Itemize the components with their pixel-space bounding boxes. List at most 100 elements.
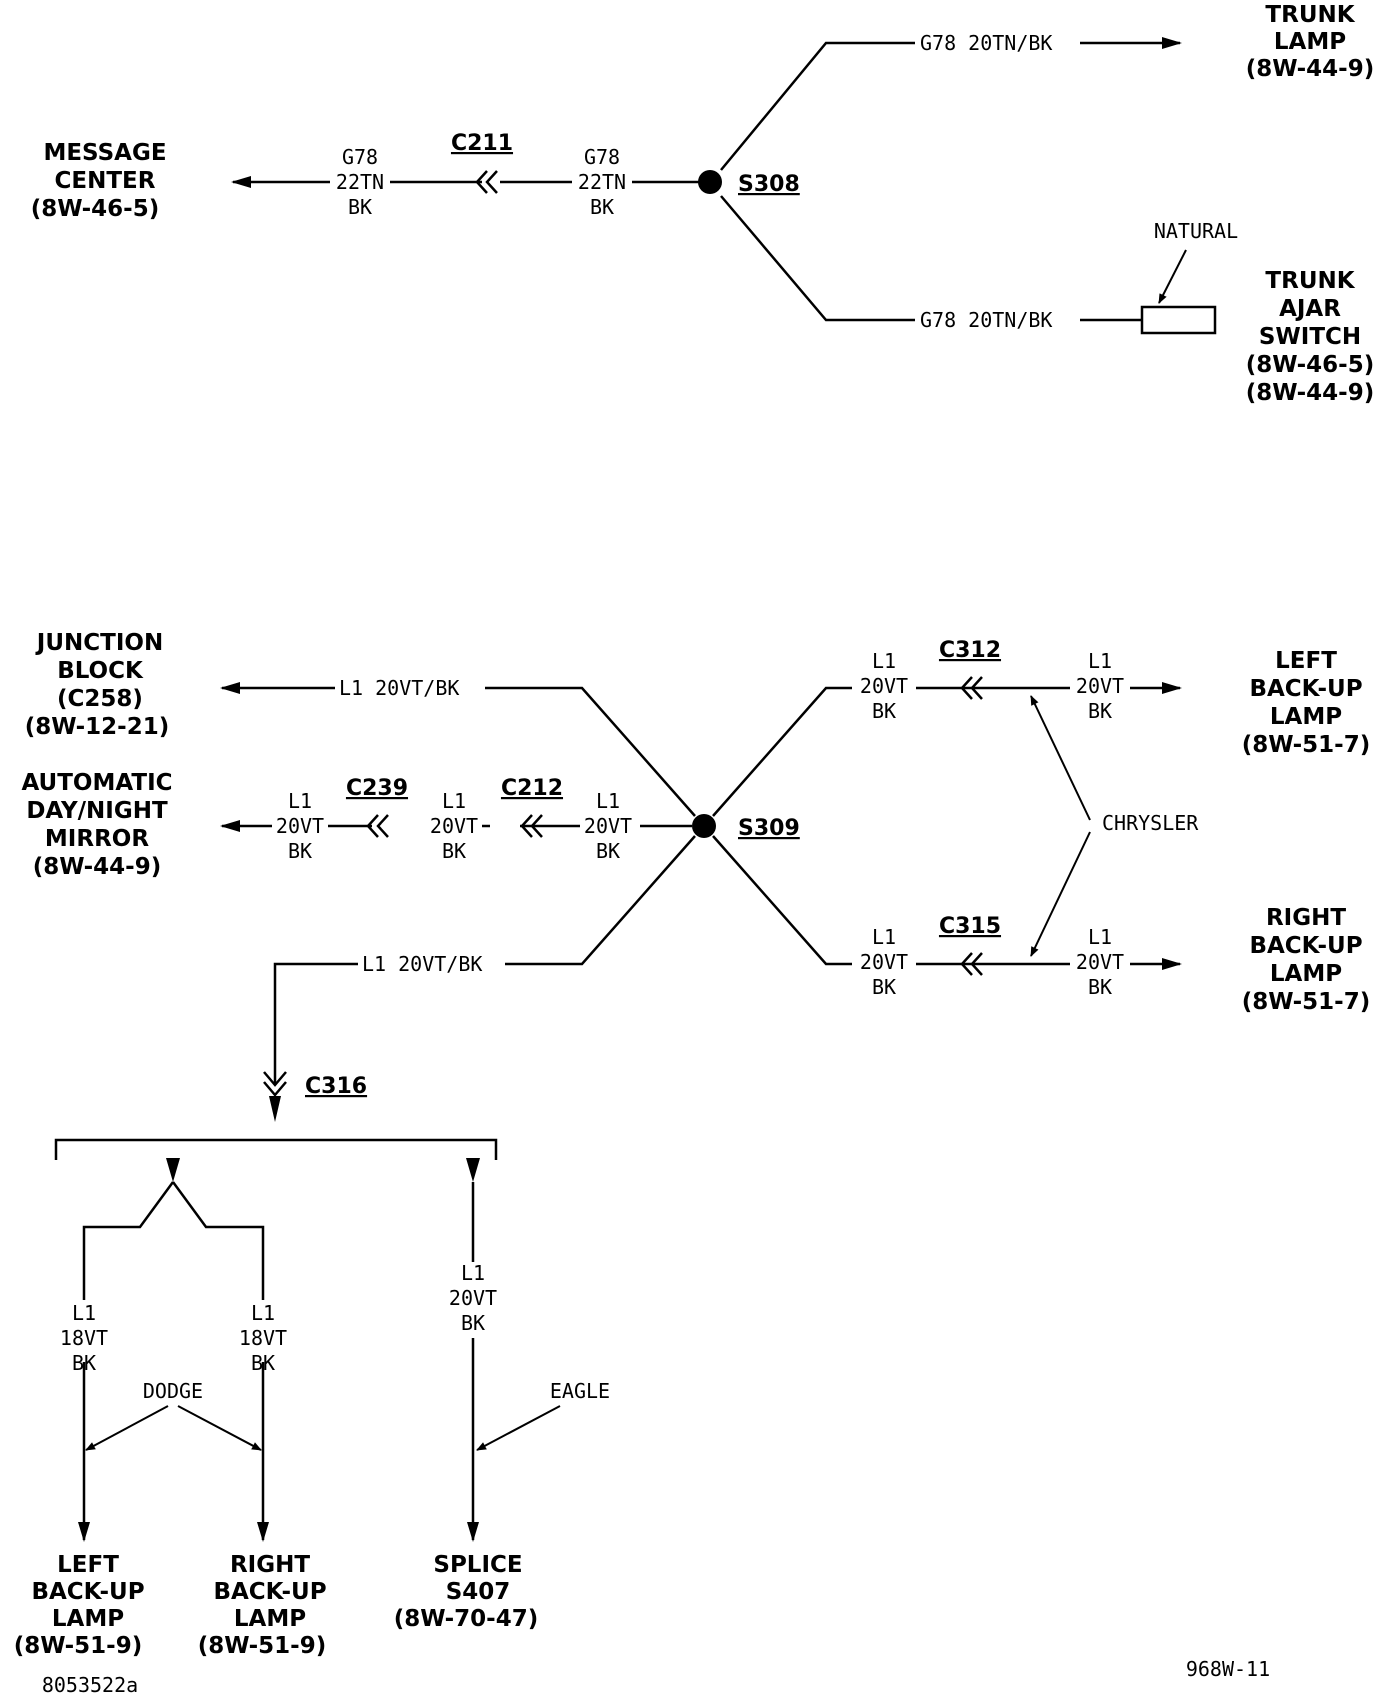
rbc-line1: RIGHT bbox=[1266, 905, 1346, 931]
eagle-pointer bbox=[476, 1405, 561, 1451]
wire-label-trunk-lamp: G78 20TN/BK bbox=[920, 31, 1052, 55]
wire-label-junction: L1 20VT/BK bbox=[339, 676, 459, 700]
auto-mirror-line4: (8W-44-9) bbox=[33, 854, 161, 880]
rbd-line3: LAMP bbox=[234, 1606, 306, 1632]
rb-c-stack1-3: BK bbox=[872, 975, 896, 999]
rb-c-stack1-2: 20VT bbox=[860, 950, 908, 974]
c315-label: C315 bbox=[939, 914, 1001, 939]
trunk-ajar-switch-label: TRUNK AJAR SWITCH (8W-46-5) (8W-44-9) bbox=[1246, 268, 1374, 406]
c239-label: C239 bbox=[346, 776, 408, 801]
right-backup-dodge-label: RIGHT BACK-UP LAMP (8W-51-9) bbox=[198, 1552, 327, 1659]
c315-connector-symbol bbox=[960, 952, 983, 976]
eagle-stack-2: 20VT bbox=[449, 1286, 497, 1310]
c212-label: C212 bbox=[501, 776, 563, 801]
natural-pointer-arrow bbox=[1158, 249, 1187, 304]
s407-line3: (8W-70-47) bbox=[394, 1606, 538, 1632]
lb-c-stack1-2: 20VT bbox=[860, 674, 908, 698]
chrysler-pointer-down bbox=[1030, 831, 1091, 957]
mirror-stack2-l2: 20VT bbox=[430, 814, 478, 838]
rb-c-stack2-1: L1 bbox=[1088, 925, 1112, 949]
wire-dodge-right-a bbox=[171, 1181, 265, 1300]
wire-s308-trunk-lamp-a bbox=[720, 41, 915, 171]
mirror-stack3-l2: 20VT bbox=[584, 814, 632, 838]
mirror-stack1-l2: 20VT bbox=[276, 814, 324, 838]
lb-c-stack2-1: L1 bbox=[1088, 649, 1112, 673]
auto-mirror-line2: DAY/NIGHT bbox=[26, 798, 168, 824]
lb-c-stack2-2: 20VT bbox=[1076, 674, 1124, 698]
dodge-right-stack-3: BK bbox=[251, 1351, 275, 1375]
natural-note: NATURAL bbox=[1154, 219, 1238, 243]
lbc-line4: (8W-51-7) bbox=[1242, 732, 1370, 758]
label-bg bbox=[1070, 929, 1130, 1001]
left-backup-chrysler-label: LEFT BACK-UP LAMP (8W-51-7) bbox=[1242, 648, 1370, 758]
lbc-line1: LEFT bbox=[1275, 648, 1337, 674]
dodge-left-stack-1: L1 bbox=[72, 1301, 96, 1325]
wire-label-trunk-ajar: G78 20TN/BK bbox=[920, 308, 1052, 332]
message-center-label: MESSAGE CENTER (8W-46-5) bbox=[31, 140, 167, 222]
rbc-line4: (8W-51-7) bbox=[1242, 989, 1370, 1015]
trunk-ajar-line3: SWITCH bbox=[1259, 324, 1361, 350]
c316-bracket bbox=[54, 1138, 498, 1160]
label-bg bbox=[572, 150, 632, 222]
s308-label: S308 bbox=[738, 172, 800, 197]
rbc-line2: BACK-UP bbox=[1249, 933, 1362, 959]
rbd-line2: BACK-UP bbox=[213, 1579, 326, 1605]
junction-block-line2: BLOCK bbox=[57, 658, 144, 684]
wire-label-c211-right-1: G78 bbox=[584, 145, 620, 169]
rb-c-stack2-2: 20VT bbox=[1076, 950, 1124, 974]
splice-s407-label: SPLICE S407 (8W-70-47) bbox=[394, 1552, 538, 1632]
c312-label: C312 bbox=[939, 638, 1001, 663]
dodge-branch-arrow bbox=[166, 1158, 180, 1182]
c316-label: C316 bbox=[305, 1074, 367, 1099]
c239-connector-symbol bbox=[366, 814, 389, 838]
mirror-stack2-l1: L1 bbox=[442, 789, 466, 813]
junction-block-line4: (8W-12-21) bbox=[25, 714, 169, 740]
c211-label: C211 bbox=[451, 131, 513, 156]
wire-s308-trunk-ajar-a bbox=[720, 195, 915, 322]
mirror-stack1-l1: L1 bbox=[288, 789, 312, 813]
page-id: 968W-11 bbox=[1186, 1657, 1270, 1681]
c312-connector-symbol bbox=[960, 676, 983, 700]
auto-mirror-line3: MIRROR bbox=[45, 826, 149, 852]
lbd-line3: LAMP bbox=[52, 1606, 124, 1632]
s309-label: S309 bbox=[738, 816, 800, 841]
wire-s309-right-backup-a bbox=[712, 835, 852, 966]
dodge-left-stack-2: 18VT bbox=[60, 1326, 108, 1350]
message-center-line2: CENTER bbox=[55, 168, 156, 194]
message-center-line3: (8W-46-5) bbox=[31, 196, 159, 222]
c212-connector-symbol bbox=[520, 814, 543, 838]
label-bg bbox=[854, 653, 914, 725]
lb-c-stack2-3: BK bbox=[1088, 699, 1112, 723]
label-bg bbox=[854, 929, 914, 1001]
lbc-line2: BACK-UP bbox=[1249, 676, 1362, 702]
s407-line1: SPLICE bbox=[433, 1552, 522, 1578]
wire-label-c316: L1 20VT/BK bbox=[362, 952, 482, 976]
lb-c-stack1-3: BK bbox=[872, 699, 896, 723]
trunk-ajar-line5: (8W-44-9) bbox=[1246, 380, 1374, 406]
label-bg bbox=[330, 150, 390, 222]
figure-id: 8053522a bbox=[42, 1673, 138, 1696]
s309-splice-dot bbox=[692, 814, 716, 838]
s308-splice-dot bbox=[698, 170, 722, 194]
wire-s309-c316-b bbox=[273, 962, 358, 1085]
trunk-lamp-line1: TRUNK bbox=[1265, 2, 1355, 28]
trunk-lamp-line3: (8W-44-9) bbox=[1246, 56, 1374, 82]
wire-dodge-left-a bbox=[82, 1181, 175, 1300]
dodge-left-stack-3: BK bbox=[72, 1351, 96, 1375]
trunk-lamp-label: TRUNK LAMP (8W-44-9) bbox=[1246, 2, 1374, 82]
lbd-line1: LEFT bbox=[57, 1552, 119, 1578]
chrysler-note: CHRYSLER bbox=[1102, 811, 1199, 835]
label-bg bbox=[272, 793, 328, 865]
c211-connector-symbol bbox=[475, 170, 498, 194]
auto-mirror-label: AUTOMATIC DAY/NIGHT MIRROR (8W-44-9) bbox=[21, 770, 172, 880]
wire-label-c211-left-1: G78 bbox=[342, 145, 378, 169]
c316-arrow-head bbox=[269, 1096, 281, 1122]
wire-s309-c316-a bbox=[505, 835, 696, 966]
trunk-ajar-line2: AJAR bbox=[1279, 296, 1341, 322]
dodge-pointer-right bbox=[177, 1405, 262, 1451]
rb-c-stack1-1: L1 bbox=[872, 925, 896, 949]
wire-s309-left-backup-a bbox=[712, 686, 852, 817]
wire-s309-junction-a bbox=[485, 686, 696, 817]
lbd-line2: BACK-UP bbox=[31, 1579, 144, 1605]
